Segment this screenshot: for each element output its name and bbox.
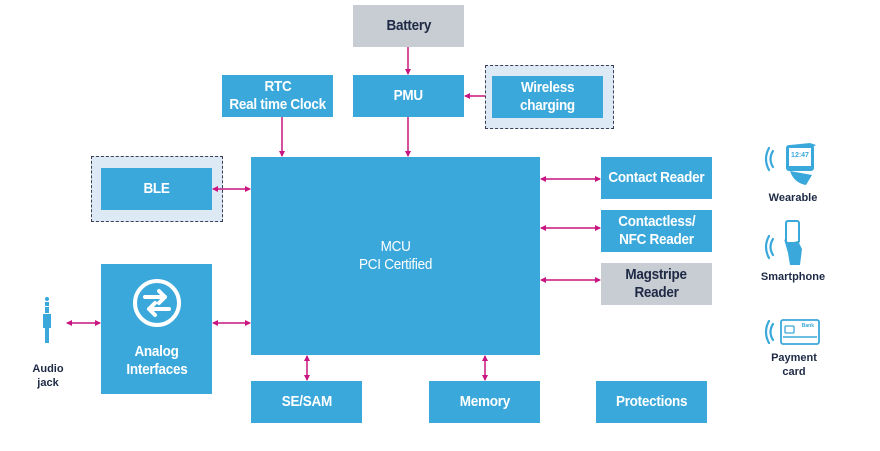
ble-block: BLE: [101, 168, 212, 210]
watch-time: 12:47: [791, 152, 809, 159]
wireless-charging-block: Wireless charging: [492, 76, 603, 118]
se-sam-label: SE/SAM: [281, 393, 332, 410]
protections-block: Protections: [596, 381, 707, 423]
smartphone-icon: [764, 220, 802, 265]
payment-card-icon: Bank: [764, 319, 820, 345]
mcu-label-line1: MCU: [380, 238, 411, 255]
analog-interfaces-label-line2: Interfaces: [125, 361, 188, 378]
mcu-block: MCU PCI Certified: [251, 157, 540, 355]
magstripe-reader-label-line2: Reader: [634, 284, 679, 301]
se-sam-block: SE/SAM: [251, 381, 362, 423]
contactless-reader-block: Contactless/ NFC Reader: [601, 210, 712, 252]
pmu-block: PMU: [353, 75, 464, 117]
contactless-reader-label-line2: NFC Reader: [619, 231, 694, 248]
mcu-label-line2: PCI Certified: [358, 256, 433, 273]
memory-label: Memory: [459, 393, 510, 410]
battery-label: Battery: [386, 17, 431, 34]
rtc-label-line2: Real time Clock: [229, 96, 326, 113]
analog-interfaces-label-line1: Analog: [134, 343, 179, 360]
wearable-label: Wearable: [768, 192, 818, 204]
rtc-block: RTC Real time Clock: [222, 75, 333, 117]
magstripe-reader-block: Magstripe Reader: [601, 263, 712, 305]
wireless-charging-label-line2: charging: [520, 97, 575, 114]
pmu-label: PMU: [393, 87, 424, 104]
protections-label: Protections: [615, 393, 688, 410]
payment-card-label: Payment card: [771, 352, 817, 378]
smartphone-label: Smartphone: [760, 271, 826, 283]
memory-block: Memory: [429, 381, 540, 423]
contact-reader-block: Contact Reader: [601, 157, 712, 199]
analog-interfaces-block: Analog Interfaces: [101, 264, 212, 394]
ble-label: BLE: [143, 180, 170, 197]
rtc-label-line1: RTC: [264, 78, 291, 95]
contact-reader-label: Contact Reader: [608, 169, 705, 186]
exchange-arrows-icon: [132, 279, 181, 327]
battery-block: Battery: [353, 5, 464, 47]
audio-jack-label: Audio jack: [32, 363, 64, 389]
magstripe-reader-label-line1: Magstripe: [625, 266, 688, 283]
audio-jack-icon: [43, 297, 51, 343]
contactless-reader-label-line1: Contactless/: [617, 213, 696, 230]
card-bank-text: Bank: [802, 323, 814, 329]
wearable-icon: 12:47: [764, 143, 816, 185]
wireless-charging-label-line1: Wireless: [520, 79, 575, 96]
